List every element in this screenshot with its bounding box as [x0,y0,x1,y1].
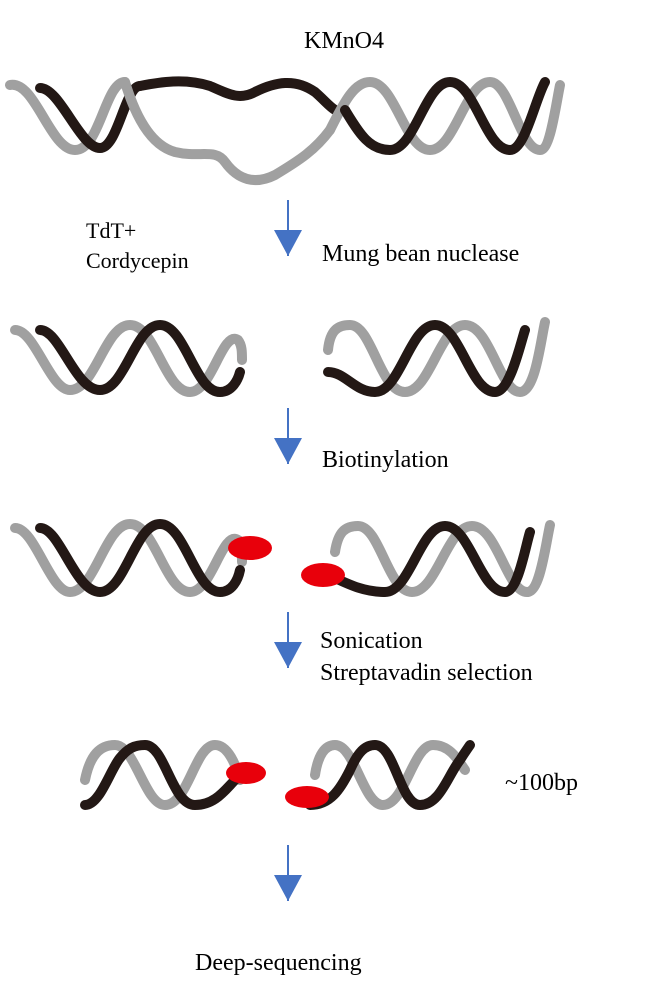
tdt-label: TdT+ [86,218,136,243]
enriched-fragments [80,739,475,811]
biotin-tag-right [301,563,345,587]
frag-right-gray [323,317,550,398]
fragment-size-label: ~100bp [505,770,578,796]
bio-right-gray [330,520,555,598]
biotin-tag-short-left [226,762,266,784]
short-right-gray [310,739,470,811]
dna-with-bubble [5,76,565,186]
gray-strand-left [5,77,130,156]
gray-strand-right [325,76,565,156]
bio-left-dark [35,518,245,598]
streptavadin-selection-label: Streptavadin selection [320,660,533,686]
cleaved-fragments [10,317,550,398]
frag-left-dark [35,319,245,398]
short-left-dark [80,739,240,811]
biotinylated-fragments [10,518,555,598]
cordycepin-label: Cordycepin [86,248,189,273]
short-right-dark [305,739,475,811]
gray-strand-bubble [120,77,335,186]
frag-right-dark [323,319,530,398]
sonication-label: Sonication [320,628,423,654]
short-left-gray [80,739,245,811]
deep-sequencing-label: Deep-sequencing [195,950,362,976]
biotinylation-label: Biotinylation [322,447,449,473]
bio-right-dark [330,520,535,598]
kmno4-label: KMnO4 [304,28,384,54]
biotin-tag-short-right [285,786,329,808]
frag-left-gray [10,319,247,398]
dark-strand-bubble [135,76,350,117]
biotin-tag-left [228,536,272,560]
dark-strand-right [340,76,550,156]
mung-bean-nuclease-label: Mung bean nuclease [322,241,519,267]
